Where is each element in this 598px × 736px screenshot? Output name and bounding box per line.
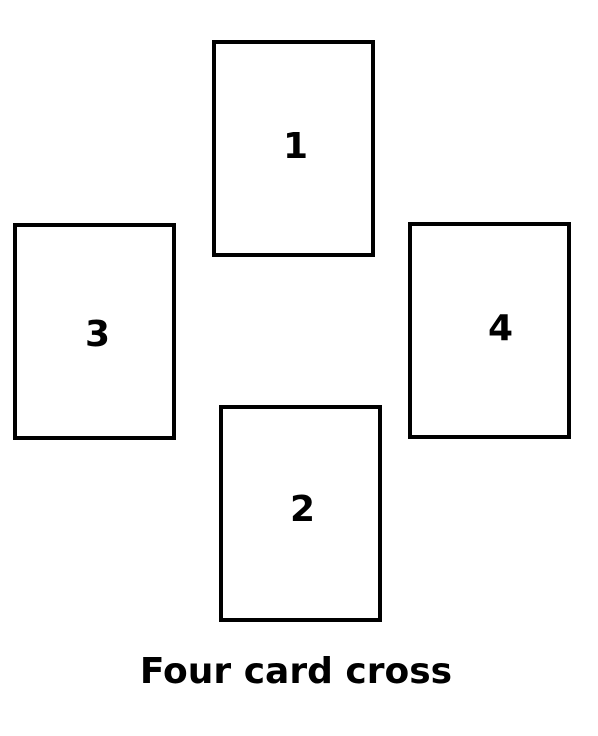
card-position-4: 4 — [408, 222, 571, 439]
card-number-3: 3 — [84, 313, 111, 355]
card-position-3: 3 — [13, 223, 176, 440]
card-number-4: 4 — [487, 307, 514, 349]
spread-title: Four card cross — [139, 651, 453, 692]
card-number-2: 2 — [289, 488, 316, 530]
card-number-1: 1 — [282, 125, 309, 167]
card-position-1: 1 — [212, 40, 375, 257]
card-position-2: 2 — [219, 405, 382, 622]
